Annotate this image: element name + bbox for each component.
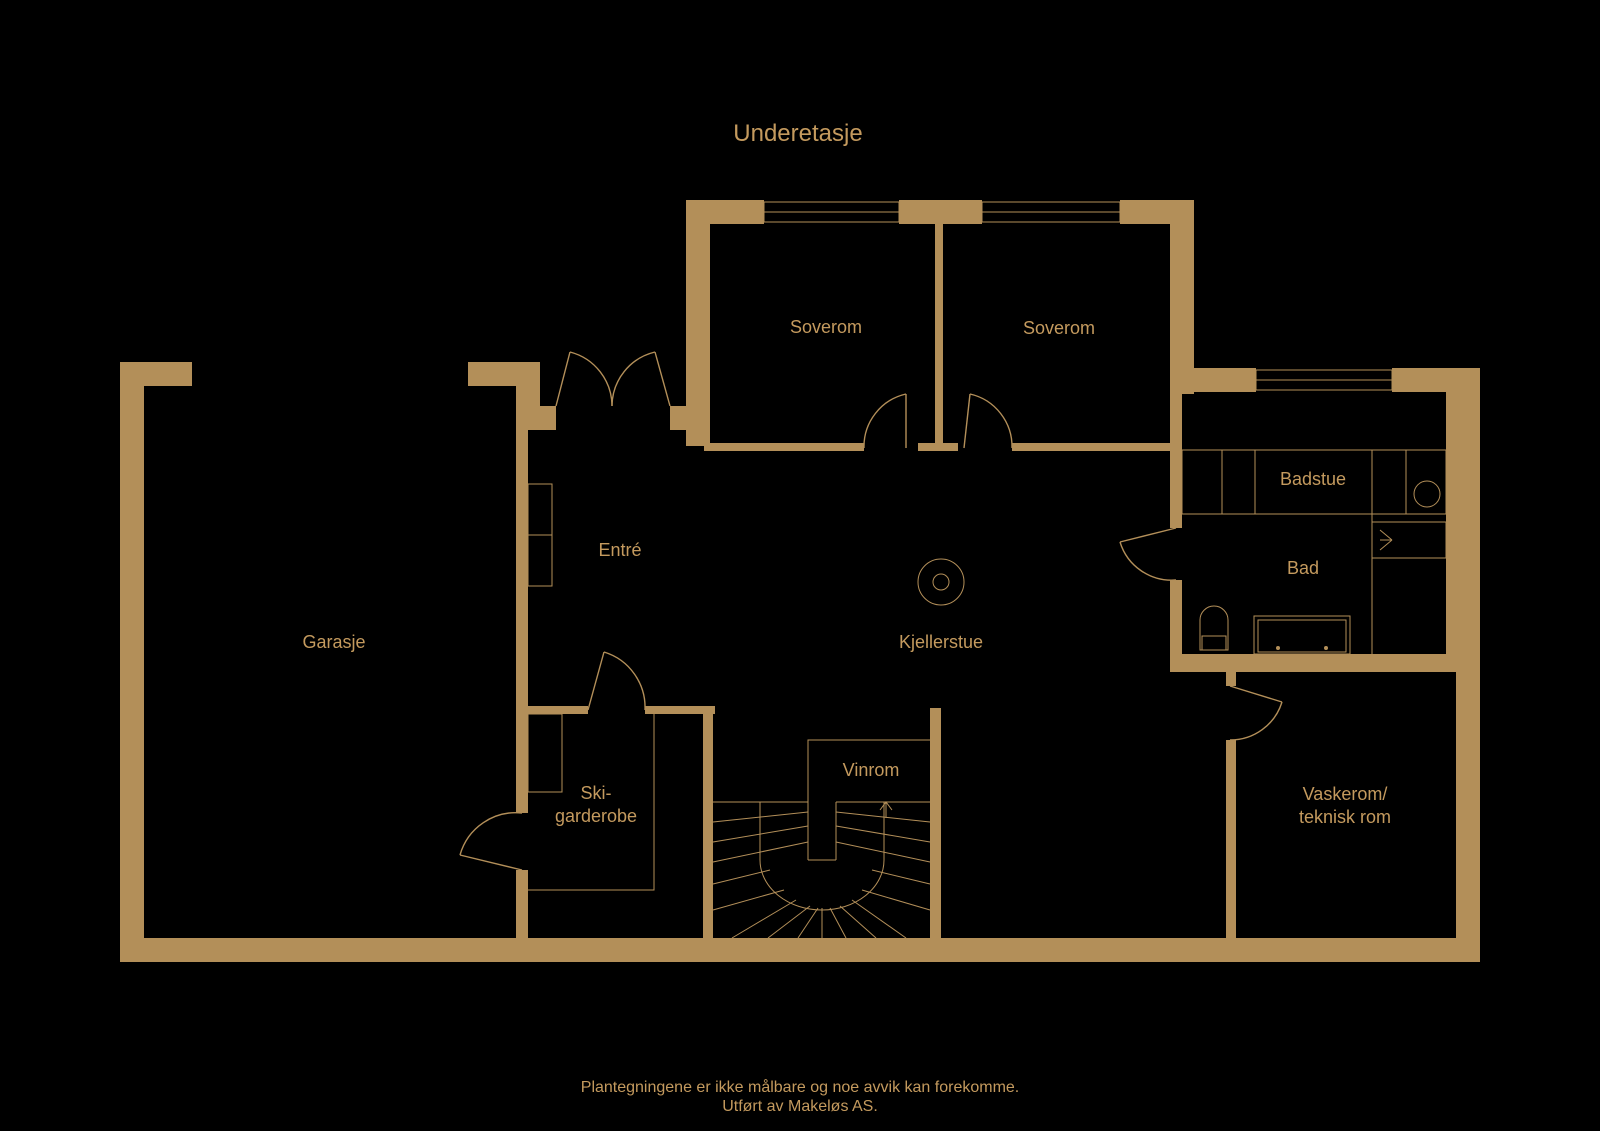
wine-room-outline — [807, 739, 930, 860]
walls — [120, 200, 1480, 962]
room-label-ski-line2: garderobe — [555, 806, 637, 826]
room-label-vask-line1: Vaskerom/ — [1303, 784, 1388, 804]
labels: Underetasje Soverom Soverom Entré Garasj… — [302, 120, 1391, 1115]
wall-bedroom-top-b — [899, 200, 982, 224]
wall-bedroom-bottom-a — [704, 443, 864, 451]
vanity — [1253, 615, 1351, 655]
doors — [459, 351, 1283, 871]
door-ski-garage — [459, 811, 523, 871]
wall-laundry-left — [1226, 740, 1236, 940]
wall-bedroom-divider — [935, 224, 943, 446]
room-label-vask-line2: teknisk rom — [1299, 807, 1391, 827]
door-laundry — [1229, 685, 1283, 741]
wall-bath-top-a — [1170, 368, 1256, 392]
wall-right-outer — [1456, 368, 1480, 962]
room-label-bad: Bad — [1287, 558, 1319, 578]
toilet-icon — [1199, 605, 1229, 651]
wall-bedroom-left — [686, 200, 710, 446]
wall-garage-top-left-stub — [120, 362, 192, 386]
footer-credit: Utført av Makeløs AS. — [722, 1098, 878, 1115]
wall-bottom — [120, 938, 1480, 962]
room-label-badstue: Badstue — [1280, 469, 1346, 489]
door-bedroom-2 — [963, 393, 1013, 449]
wall-laundry-left-stub — [1226, 672, 1236, 686]
wall-ski-top-b — [645, 706, 715, 714]
room-label-soverom-2: Soverom — [1023, 318, 1095, 338]
stove-icon — [917, 558, 965, 606]
wall-entry-corner — [516, 362, 540, 430]
ski-shelf — [527, 713, 563, 793]
wall-garage-left — [120, 362, 144, 962]
room-label-ski-line1: Ski- — [581, 783, 612, 803]
shower — [1371, 521, 1447, 559]
wall-stair-right — [930, 708, 941, 940]
room-label-entre: Entré — [598, 540, 641, 560]
fixtures — [527, 449, 1447, 939]
wall-bedroom-top-a — [686, 200, 764, 224]
room-label-soverom-1: Soverom — [790, 317, 862, 337]
wall-entry-door-jamb-left — [540, 406, 556, 430]
ski-inner-outline — [528, 714, 655, 891]
wall-bedroom-right — [1170, 200, 1194, 394]
staircase — [712, 801, 931, 939]
wall-garage-partition-upper — [516, 430, 528, 813]
wall-bath-left-lower — [1170, 580, 1182, 672]
wall-bath-right-inner — [1446, 392, 1456, 672]
floor-title: Underetasje — [733, 120, 862, 147]
windows — [763, 201, 1393, 391]
wall-ski-right — [703, 706, 713, 940]
door-entrance-double — [555, 351, 671, 407]
wall-bath-bottom — [1170, 654, 1456, 672]
door-ski-wardrobe — [587, 651, 646, 711]
stove-inner-icon — [932, 573, 950, 591]
door-bathroom — [1119, 527, 1177, 581]
wall-ski-top-a — [528, 706, 588, 714]
wall-bedroom-bottom-c — [1012, 443, 1178, 451]
wall-bath-left-upper — [1170, 392, 1182, 528]
room-label-vinrom: Vinrom — [843, 760, 900, 780]
wall-bedroom-bottom-b — [918, 443, 958, 451]
sauna-heater-icon — [1413, 480, 1441, 508]
footer-disclaimer: Plantegningene er ikke målbare og noe av… — [581, 1078, 1019, 1096]
door-bedroom-1 — [863, 393, 907, 449]
room-label-kjellerstue: Kjellerstue — [899, 632, 983, 652]
room-label-garasje: Garasje — [302, 632, 365, 652]
wall-garage-partition-lower — [516, 870, 528, 940]
